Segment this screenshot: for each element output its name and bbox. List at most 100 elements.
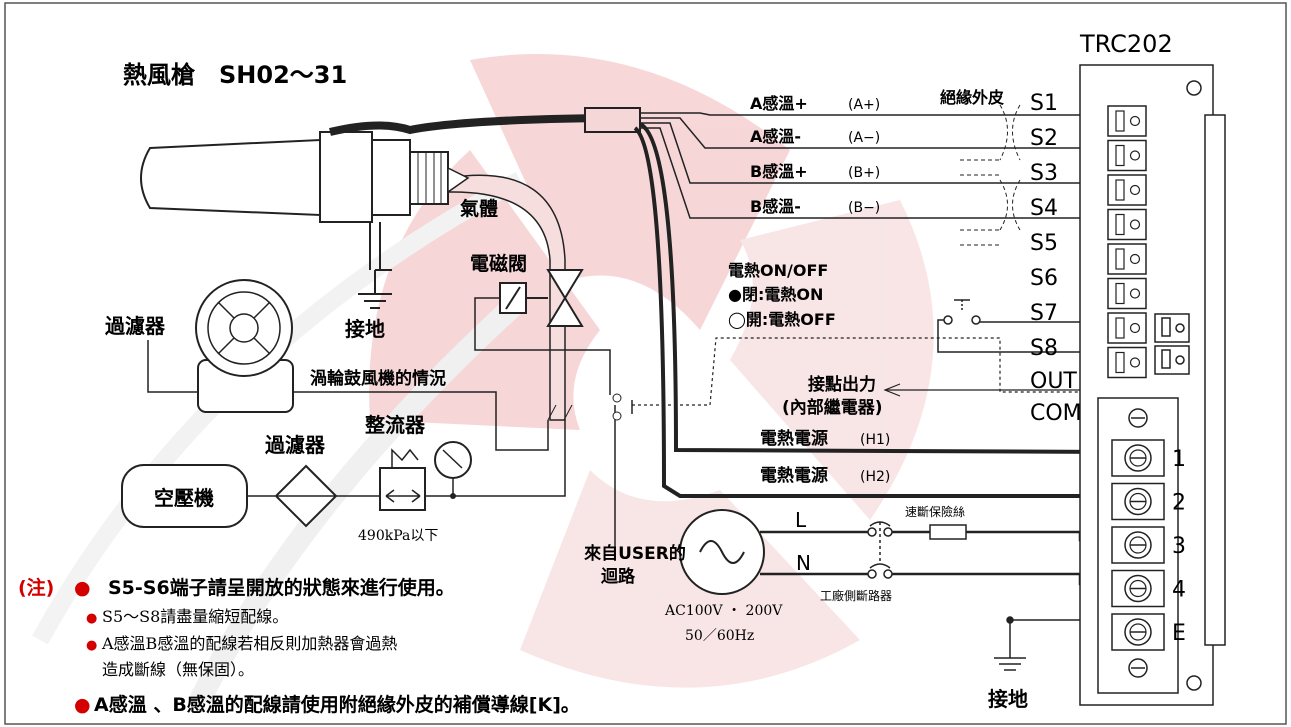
power-label-e: E bbox=[1172, 621, 1186, 646]
power-label-4: 4 bbox=[1172, 578, 1186, 603]
power-label-1: 1 bbox=[1172, 447, 1186, 472]
compressor-line bbox=[121, 420, 566, 528]
note-4: A感溫 、B感溫的配線請使用附絕緣外皮的補償導線[K]。 bbox=[94, 693, 580, 716]
gas-pipe bbox=[447, 166, 573, 421]
contact-output-line2: (內部繼電器) bbox=[782, 397, 883, 418]
line-n-label: N bbox=[796, 551, 811, 575]
power-terminal-labels: 1 2 3 4E bbox=[1172, 447, 1186, 646]
heater-onoff-open: ◯開:電熱OFF bbox=[728, 310, 836, 329]
insulation-marks bbox=[960, 104, 1021, 246]
note-bullet-4: ● bbox=[74, 694, 91, 716]
pressure-label: 490kPa以下 bbox=[358, 528, 438, 544]
watermark-logo bbox=[32, 54, 934, 705]
solenoid-label: 電磁閥 bbox=[470, 252, 527, 275]
breaker-label: 工廠側斷路器 bbox=[820, 588, 892, 603]
power-terminal-3 bbox=[1111, 526, 1165, 564]
compressor-label: 空壓機 bbox=[154, 486, 214, 510]
heater-h1-code: (H1) bbox=[860, 432, 890, 448]
note-bullet-2: ● bbox=[86, 611, 97, 626]
terminal-s2 bbox=[1107, 139, 1147, 172]
terminal-label-com: COM bbox=[1030, 401, 1082, 426]
heater-onoff-closed: ●閉:電熱ON bbox=[728, 285, 823, 304]
terminal-label-s7: S7 bbox=[1030, 301, 1058, 326]
filter-label-top: 過濾器 bbox=[105, 314, 166, 338]
terminal-label-s4: S4 bbox=[1030, 196, 1058, 221]
blower-label: 渦輪鼓風機的情況 bbox=[310, 368, 446, 389]
terminal-s3 bbox=[1107, 174, 1147, 206]
earth-ground-label: 接地 bbox=[988, 687, 1028, 711]
sensor-connector bbox=[584, 107, 641, 133]
ac-voltage: AC100V ・ 200V bbox=[664, 603, 783, 619]
user-circuit-line1: 來自USER的 bbox=[584, 543, 686, 564]
terminal-s7 bbox=[1107, 312, 1147, 344]
wire-a-plus-name: A感溫+ bbox=[750, 94, 808, 113]
heater-h1-name: 電熱電源 bbox=[760, 428, 828, 449]
wire-b-minus-name: B感溫- bbox=[750, 197, 801, 216]
terminal-s4 bbox=[1107, 208, 1147, 241]
top-screw-icon bbox=[1128, 408, 1148, 428]
power-terminal-e bbox=[1111, 613, 1165, 651]
power-label-2: 2 bbox=[1172, 491, 1186, 516]
sensor-wires bbox=[640, 112, 1115, 219]
ac-source bbox=[679, 509, 765, 595]
page-title: 熱風槍 SH02～31 bbox=[123, 61, 347, 89]
note-bullet-3: ● bbox=[86, 638, 97, 653]
terminal-s5 bbox=[1107, 243, 1147, 275]
terminal-s6 bbox=[1107, 277, 1147, 310]
heater-onoff-title: 電熱ON/OFF bbox=[728, 261, 828, 280]
power-terminal-2 bbox=[1111, 482, 1165, 521]
breaker bbox=[867, 521, 893, 579]
power-terminal-4 bbox=[1111, 569, 1165, 608]
heater-h2-name: 電熱電源 bbox=[760, 465, 828, 486]
gas-label: 氣體 bbox=[460, 197, 498, 220]
wire-b-minus-code: (B−) bbox=[848, 200, 880, 216]
insulation-label: 絕緣外皮 bbox=[940, 88, 1004, 107]
wire-b-plus-name: B感溫+ bbox=[750, 162, 808, 181]
note-prefix: (注) bbox=[18, 576, 54, 599]
user-circuit-line2: 迴路 bbox=[601, 566, 636, 587]
power-terminal-block bbox=[1111, 408, 1165, 678]
note-3b: 造成斷線（無保固）。 bbox=[102, 660, 254, 679]
terminal-label-s3: S3 bbox=[1030, 161, 1058, 186]
note-bullet-1: ● bbox=[74, 577, 91, 599]
terminal-label-out: OUT bbox=[1030, 369, 1077, 394]
ac-power-lines bbox=[760, 524, 1115, 586]
line-l-label: L bbox=[795, 508, 807, 532]
controller-trc202 bbox=[1079, 64, 1226, 706]
heat-gun bbox=[140, 114, 601, 309]
ac-frequency: 50／60Hz bbox=[685, 628, 754, 644]
wire-a-minus-code: (A−) bbox=[848, 130, 880, 146]
heater-power-wires bbox=[633, 122, 1116, 498]
contact-output-line1: 接點出力 bbox=[808, 374, 876, 395]
power-terminal-1 bbox=[1111, 439, 1165, 477]
regulator-label: 整流器 bbox=[364, 413, 426, 437]
filter-label-bottom: 過濾器 bbox=[265, 433, 326, 457]
note-3a: A感溫B感溫的配線若相反則加熱器會過熱 bbox=[101, 634, 397, 653]
terminal-label-s5: S5 bbox=[1030, 231, 1058, 256]
terminal-label-s1: S1 bbox=[1030, 91, 1058, 116]
wire-a-plus-code: (A+) bbox=[848, 97, 880, 113]
wire-a-minus-name: A感溫- bbox=[750, 127, 801, 146]
fuse-label: 速斷保險絲 bbox=[905, 504, 965, 519]
solenoid-valve bbox=[474, 269, 633, 560]
controller-model: TRC202 bbox=[1079, 30, 1173, 58]
wire-b-plus-code: (B+) bbox=[848, 165, 880, 181]
terminal-label-s2: S2 bbox=[1030, 126, 1058, 151]
heater-h2-code: (H2) bbox=[860, 469, 890, 485]
bottom-screw-icon bbox=[1128, 658, 1148, 678]
gun-ground-label: 接地 bbox=[345, 317, 385, 341]
terminal-label-s6: S6 bbox=[1030, 266, 1058, 291]
note-2: S5～S8請盡量縮短配線。 bbox=[102, 607, 288, 626]
outer-frame bbox=[4, 2, 1287, 725]
signal-terminal-block bbox=[1107, 105, 1147, 379]
out-relay-terminals bbox=[1154, 313, 1190, 375]
terminal-s8 bbox=[1107, 346, 1147, 379]
terminal-label-s8: S8 bbox=[1030, 336, 1058, 361]
note-1: S5-S6端子請呈開放的狀態來進行使用。 bbox=[108, 576, 455, 599]
power-label-3: 3 bbox=[1172, 534, 1186, 559]
blower bbox=[147, 279, 549, 451]
terminal-s1 bbox=[1107, 105, 1147, 137]
